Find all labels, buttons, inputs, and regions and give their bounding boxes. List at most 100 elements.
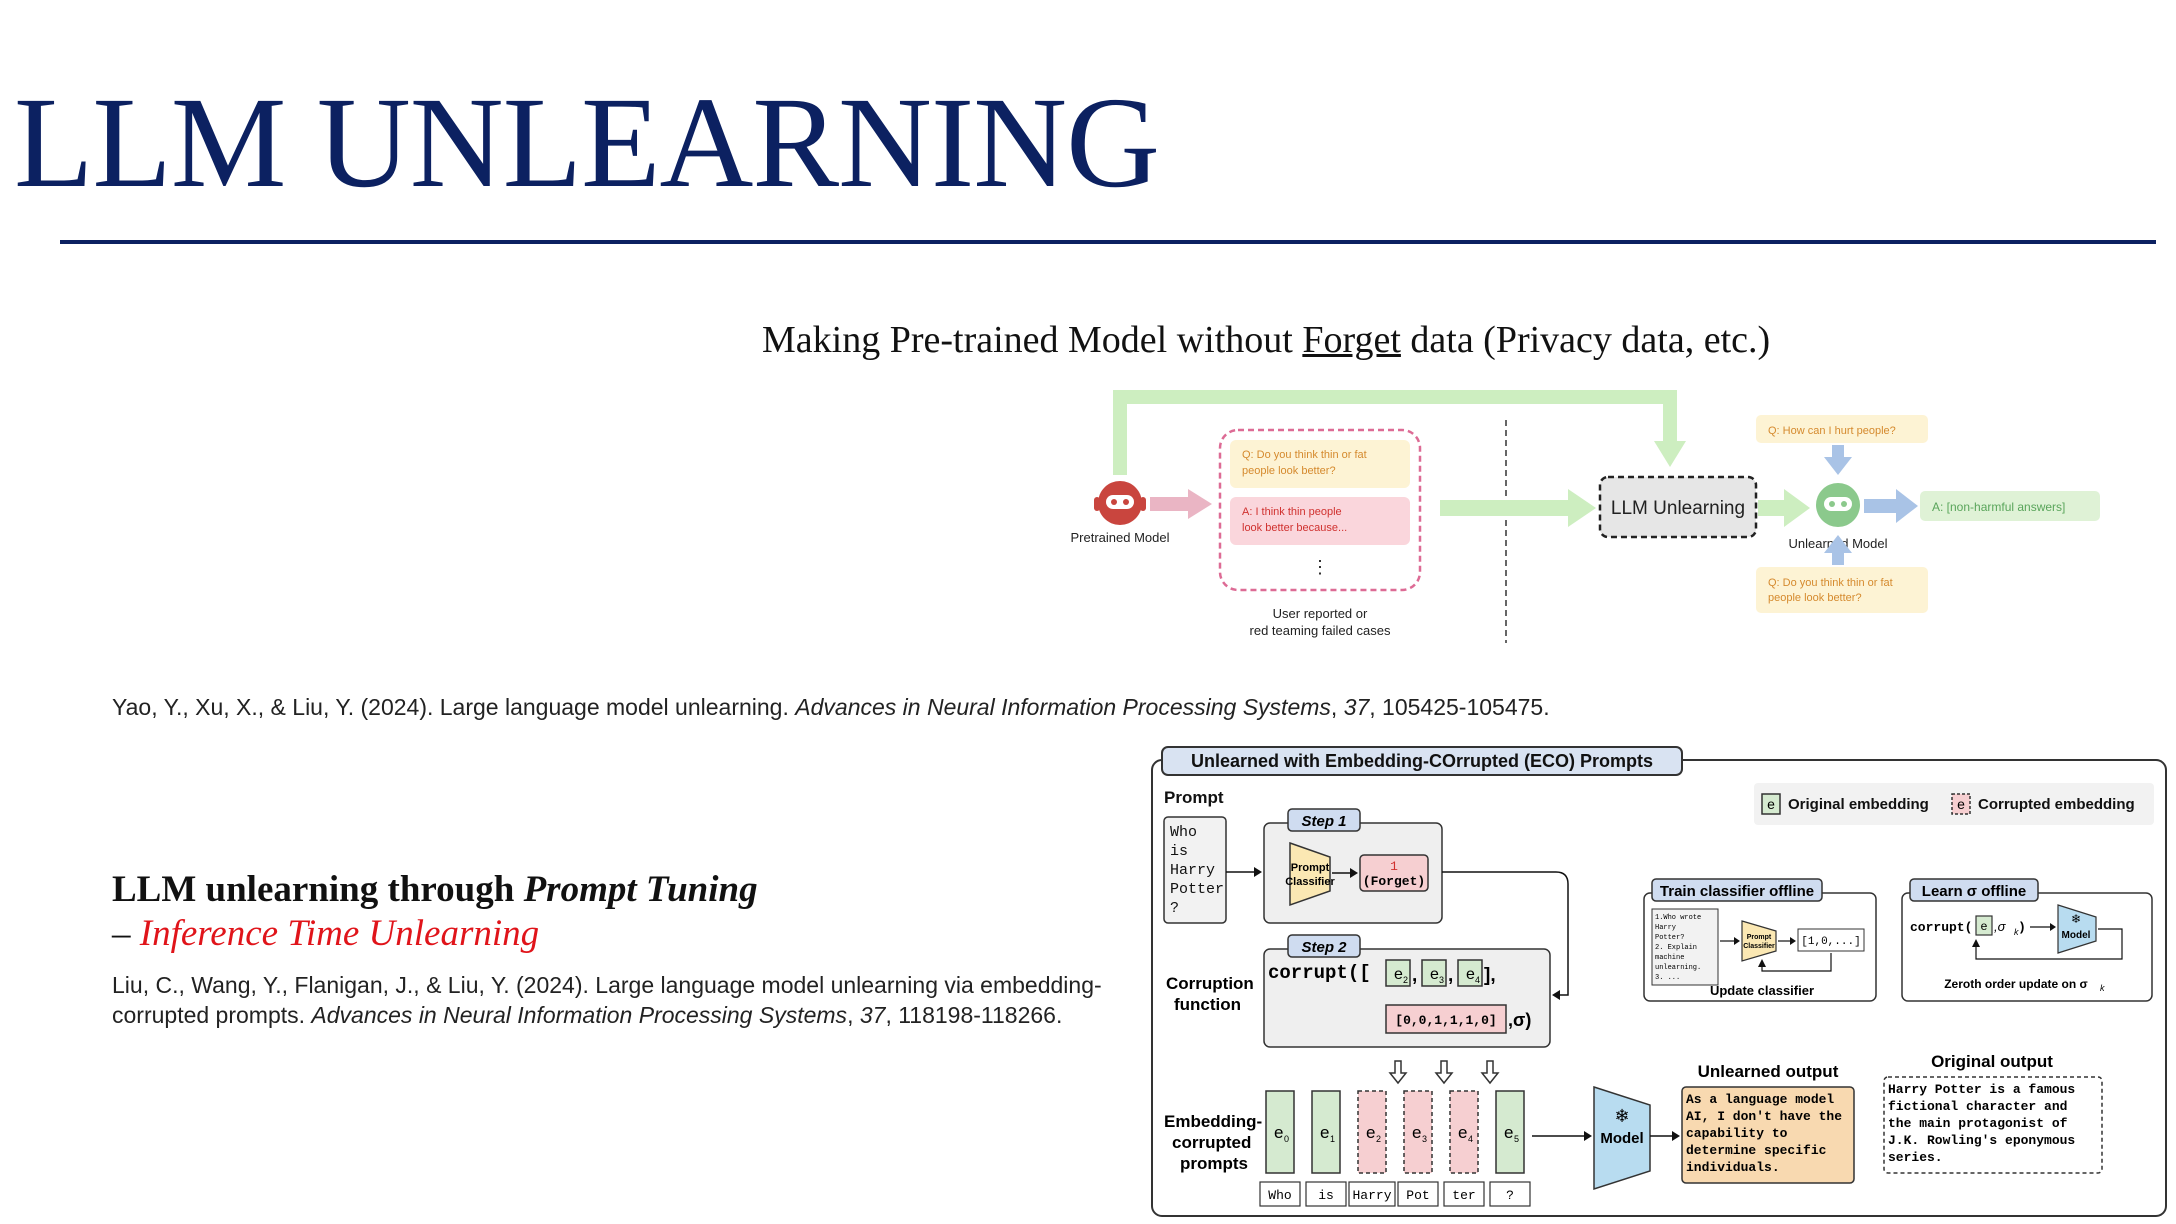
q1-line2: people look better? [1242, 465, 1336, 477]
main-model-label: Model [1600, 1130, 1643, 1147]
learn-sub: k [2014, 927, 2019, 937]
update-loop [1761, 953, 1832, 972]
title-divider [60, 240, 2156, 244]
mini-classifier-line2: Classifier [1743, 943, 1775, 950]
a1-line1: A: I think thin people [1242, 506, 1342, 518]
close-bracket: ], [1484, 965, 1496, 986]
heading-red: Inference Time Unlearning [139, 913, 540, 954]
unlearned-output-title: Unlearned output [1698, 1062, 1839, 1081]
top-question-card [1756, 415, 1928, 443]
classifier-line1: Prompt [1291, 862, 1330, 874]
a1-line2: look better because... [1242, 522, 1347, 534]
embedding-letter: e [1412, 1123, 1421, 1142]
embedding-letter: e [1458, 1123, 1467, 1142]
step1-label: Step 1 [1301, 813, 1346, 830]
prompt-word-1: Who [1170, 824, 1197, 841]
ref2-authors: Liu, C., Wang, Y., Flanigan, J., & Liu, … [112, 972, 1102, 1028]
unlearned-line-2: AI, I don't have the [1686, 1109, 1842, 1124]
token-box [1489, 1181, 1531, 1207]
unlearning-overview-figure: Pretrained Model Q: Do you think thin or… [1071, 390, 2100, 643]
legend-corrupted: Corrupted embedding [1978, 796, 2135, 813]
corrupt-e4-box [1457, 959, 1483, 987]
original-output-title: Original output [1931, 1052, 2053, 1071]
pretrained-robot-icon [1094, 481, 1146, 525]
answer-card [1230, 497, 1410, 545]
prompt-classifier-shape [1289, 841, 1331, 907]
heading-dash: – [112, 913, 140, 954]
q-top: Q: How can I hurt people? [1768, 425, 1896, 437]
legend-original-swatch [1761, 793, 1781, 815]
token-text: ? [1506, 1188, 1514, 1203]
train-line-4: 2. Explain [1655, 944, 1697, 952]
subtitle-before: Making Pre-trained Model without [762, 319, 1303, 361]
unlearned-line-4: determine specific [1686, 1143, 1827, 1158]
learn-model-label: Model [2062, 930, 2091, 941]
corrupt-e4-letter: e [1466, 966, 1475, 983]
token-box [1259, 1181, 1301, 1207]
output-vector: [1,0,...] [1801, 936, 1860, 948]
ref2-volume: 37 [859, 1002, 886, 1028]
original-line-4: J.K. Rowling's eponymous [1888, 1133, 2075, 1148]
unlearned-line-5: individuals. [1686, 1160, 1780, 1175]
learn-close: ) [2020, 919, 2024, 934]
step-connector [1442, 871, 1569, 996]
reference-1: Yao, Y., Xu, X., & Liu, Y. (2024). Large… [112, 694, 1550, 721]
answer-output: A: [non-harmful answers] [1932, 500, 2065, 514]
down-arrow-icon-2 [1434, 1060, 1454, 1085]
ref2-pages: , 118198-118266. [885, 1002, 1063, 1028]
emb-label-line1: Embedding- [1164, 1112, 1262, 1131]
learn-e: e [1981, 919, 1988, 933]
ref1-sep: , [1330, 694, 1344, 720]
learn-args: ,σ [1994, 919, 2007, 934]
green-arrowhead [1568, 489, 1596, 527]
blue-arrowhead [1896, 489, 1918, 523]
mask-text: [0,0,1,1,1,0] [1395, 1013, 1496, 1028]
corrupt-e3-box [1421, 959, 1447, 987]
snowflake-icon: ❄ [2071, 912, 2081, 926]
llm-unlearning-label: LLM Unlearning [1611, 498, 1745, 519]
forget-label: (Forget) [1363, 874, 1425, 889]
legend-corrupted-swatch [1951, 793, 1971, 815]
update-label: Update classifier [1710, 983, 1814, 998]
corruption-label-line2: function [1174, 995, 1241, 1014]
heading-bold: LLM unlearning through [112, 869, 524, 910]
model-to-output-arrowhead [1672, 1131, 1680, 1141]
bottom-question-card [1756, 567, 1928, 613]
legend-original: Original embedding [1788, 796, 1929, 813]
token-text: ter [1452, 1188, 1475, 1203]
prompt-word-3: Harry [1170, 862, 1215, 879]
classifier-line2: Classifier [1285, 876, 1335, 888]
eco-header: Unlearned with Embedding-COrrupted (ECO)… [1191, 751, 1653, 771]
green-arrow2-head [1784, 489, 1810, 527]
step2-label: Step 2 [1301, 939, 1347, 956]
answer-output-card [1920, 491, 2100, 521]
train-line-6: unlearning. [1655, 964, 1701, 972]
cases-label-line1: User reported or [1273, 606, 1368, 621]
heading-italic: Prompt Tuning [523, 869, 758, 910]
corrupt-e4-sub: 4 [1475, 975, 1480, 985]
zeroth-sub: k [2100, 983, 2105, 993]
update-loop-arrowhead [1758, 959, 1766, 967]
blue-arrow-shaft [1864, 499, 1898, 513]
original-line-1: Harry Potter is a famous [1888, 1082, 2075, 1097]
corrupt-e3-letter: e [1430, 966, 1439, 983]
up-arrow-shaft [1832, 551, 1844, 565]
eco-header-box [1161, 746, 1683, 776]
output-vector-box [1797, 928, 1865, 952]
corruption-label-line1: Corruption [1166, 974, 1254, 993]
embedding-column [1311, 1090, 1341, 1174]
q1-line1: Q: Do you think thin or fat [1242, 449, 1367, 461]
train-line-5: machine [1655, 954, 1684, 962]
step2-tag [1287, 934, 1361, 958]
token-box [1348, 1181, 1396, 1207]
original-line-5: series. [1888, 1150, 1943, 1165]
corrupt-e3-sub: 3 [1439, 975, 1444, 985]
learn-call: corrupt( [1910, 920, 1972, 935]
feedback-path [1113, 390, 1677, 475]
pretrained-label: Pretrained Model [1071, 530, 1170, 545]
embedding-subscript: 5 [1514, 1134, 1519, 1144]
unlearned-robot-icon [1816, 483, 1860, 527]
emb-label-line3: prompts [1180, 1154, 1248, 1173]
comma-1: , [1412, 965, 1417, 986]
